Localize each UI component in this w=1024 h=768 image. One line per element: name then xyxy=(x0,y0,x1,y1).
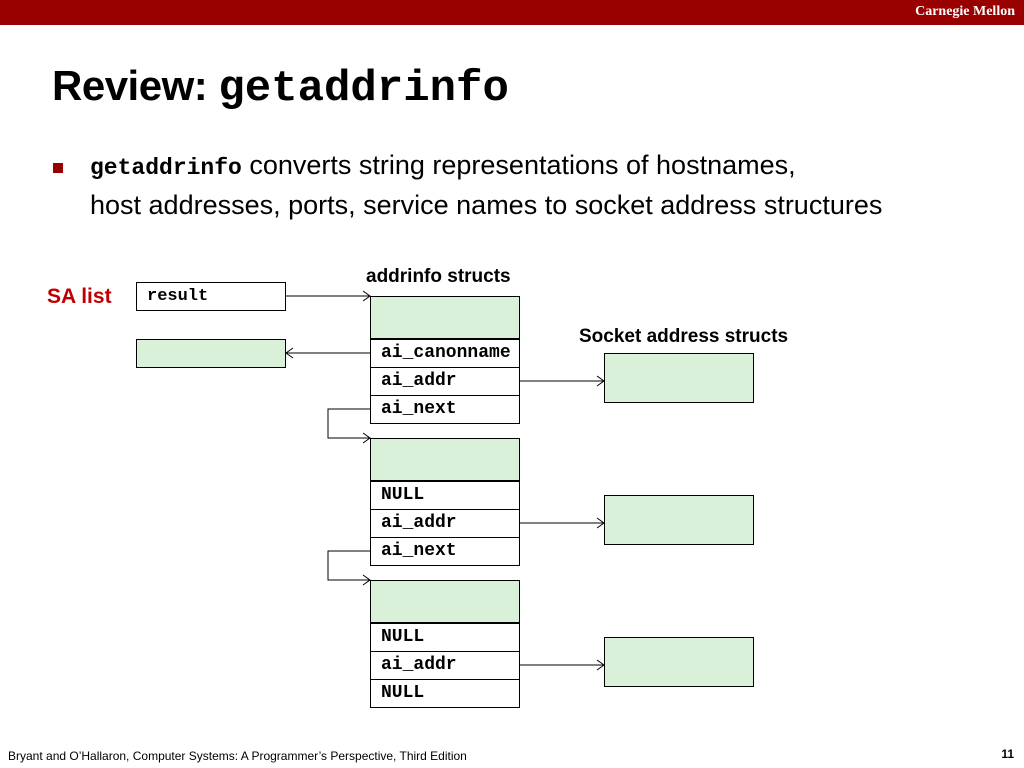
addrinfo-node-2-header xyxy=(370,438,520,481)
socket-address-structs-label: Socket address structs xyxy=(579,326,789,347)
result-box: result xyxy=(136,282,286,311)
node-3-addr-field: ai_addr xyxy=(370,651,520,680)
addrinfo-node-3-header xyxy=(370,580,520,623)
addrinfo-node-1-header xyxy=(370,296,520,339)
node-1-next-field: ai_next xyxy=(370,395,520,424)
sockaddr-struct-3 xyxy=(604,637,754,687)
node-1-canonname-field: ai_canonname xyxy=(370,339,520,368)
sa-list-label: SA list xyxy=(47,285,112,308)
arrow-node-2-next xyxy=(327,550,370,581)
title-code: getaddrinfo xyxy=(218,64,509,114)
bullet-line-1: getaddrinfo converts string representati… xyxy=(90,150,796,181)
citation: Bryant and O’Hallaron, Computer Systems:… xyxy=(8,749,467,763)
title-prefix: Review: xyxy=(52,62,219,109)
node-2-addr-field: ai_addr xyxy=(370,509,520,538)
bullet-marker xyxy=(53,163,63,173)
slide-title: Review: getaddrinfo xyxy=(52,62,509,114)
sockaddr-struct-1 xyxy=(604,353,754,403)
node-2-canonname-field: NULL xyxy=(370,481,520,510)
node-3-next-field: NULL xyxy=(370,679,520,708)
canonname-string-box xyxy=(136,339,286,368)
bullet-text-1: converts string representations of hostn… xyxy=(241,150,796,180)
arrowhead-result xyxy=(362,290,371,302)
arrowhead-node-2-addr xyxy=(596,517,605,529)
node-2-next-field: ai_next xyxy=(370,537,520,566)
bullet-code: getaddrinfo xyxy=(90,155,242,181)
arrowhead-canonname xyxy=(285,347,294,359)
addrinfo-structs-label: addrinfo structs xyxy=(366,266,511,287)
bullet-line-2: host addresses, ports, service names to … xyxy=(90,190,883,220)
arrowhead-node-3-addr xyxy=(596,659,605,671)
page-number: 11 xyxy=(1001,747,1014,761)
sockaddr-struct-2 xyxy=(604,495,754,545)
header-bar: Carnegie Mellon xyxy=(0,0,1024,25)
arrowhead-node-2-next xyxy=(362,574,371,586)
arrow-node-1-next xyxy=(327,408,370,439)
brand-name: Carnegie Mellon xyxy=(915,4,1015,19)
arrowhead-node-1-addr xyxy=(596,375,605,387)
arrowhead-node-1-next xyxy=(362,432,371,444)
